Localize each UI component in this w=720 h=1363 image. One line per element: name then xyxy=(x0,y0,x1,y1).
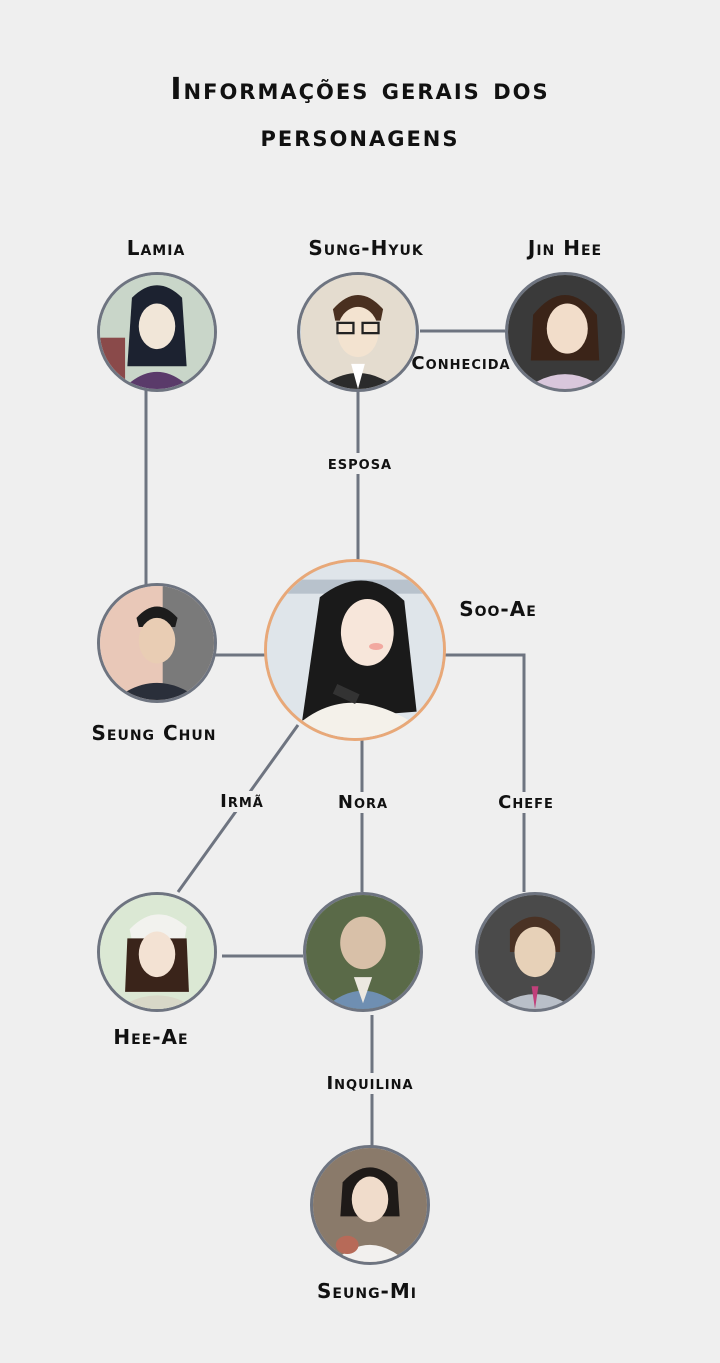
relation-inquilina: Inquilina xyxy=(323,1073,417,1094)
name-lamia: Lamia xyxy=(126,236,186,260)
avatar-hee-ae xyxy=(97,892,217,1012)
relation-nora: Nora xyxy=(334,792,392,813)
page-title-line1: Informações gerais dos xyxy=(170,72,550,107)
relation-irma: Irmã xyxy=(217,791,267,812)
page-title-line2: personagens xyxy=(260,119,460,154)
avatar-chefe xyxy=(475,892,595,1012)
line-sooae-chefe xyxy=(445,653,526,892)
relation-chefe: Chefe xyxy=(495,792,557,813)
name-hee-ae: Hee-Ae xyxy=(113,1025,189,1049)
relation-esposa: esposa xyxy=(324,453,396,474)
name-seung-mi: Seung-Mi xyxy=(317,1279,417,1303)
name-sung-hyuk: Sung-Hyuk xyxy=(308,236,424,260)
avatar-lamia xyxy=(97,272,217,392)
avatar-jin-hee xyxy=(505,272,625,392)
avatar-seung-mi xyxy=(310,1145,430,1265)
avatar-seung-chun xyxy=(97,583,217,703)
avatar-sung-hyuk xyxy=(297,272,419,392)
relation-conhecida: Conhecida xyxy=(408,353,514,374)
avatar-soo-ae xyxy=(264,559,446,741)
name-jin-hee: Jin Hee xyxy=(527,236,603,260)
name-seung-chun: Seung Chun xyxy=(91,721,217,745)
avatar-nora-character xyxy=(303,892,423,1012)
name-soo-ae: Soo-Ae xyxy=(459,597,537,621)
